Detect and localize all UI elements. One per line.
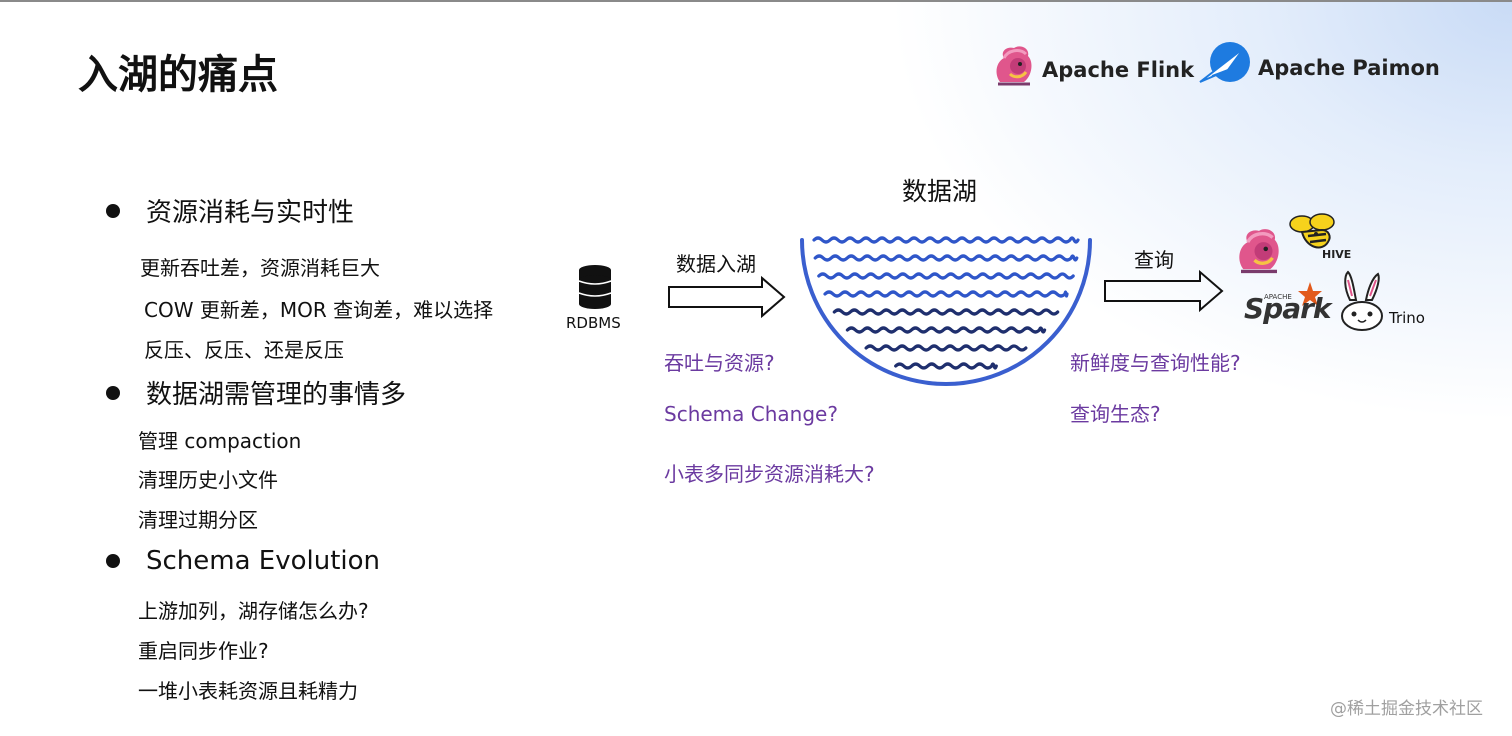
spark-apache-label: APACHE (1264, 293, 1292, 301)
lake-wave (812, 236, 1080, 244)
ingest-label: 数据入湖 (676, 252, 756, 276)
flink-squirrel-icon (1232, 224, 1286, 276)
bullet-subitem: 一堆小表耗资源且耗精力 (138, 679, 358, 703)
bullet-dot (106, 554, 120, 568)
lake-wave (823, 290, 1069, 298)
question-right: 查询生态? (1070, 402, 1161, 426)
question-left: 吞吐与资源? (664, 351, 775, 375)
bullet-subitem: 重启同步作业? (138, 639, 269, 663)
bullet-subitem: 清理历史小文件 (138, 468, 278, 492)
brand-flink-label: Apache Flink (1042, 58, 1195, 82)
bullet-subitem: 上游加列，湖存储怎么办? (138, 599, 369, 623)
spark-star-icon: APACHE Spark (1244, 280, 1332, 326)
lake-wave (894, 362, 998, 370)
question-left: Schema Change? (664, 402, 838, 426)
brand-paimon-label: Apache Paimon (1258, 56, 1440, 80)
bullet-point-2: 数据湖需管理的事情多 (106, 374, 406, 411)
question-right: 新鲜度与查询性能? (1070, 351, 1241, 375)
paimon-plane-icon (1198, 40, 1254, 86)
lake-wave (845, 326, 1047, 334)
lake-wave (864, 344, 1028, 352)
bullet-subitem: COW 更新差，MOR 查询差，难以选择 (144, 298, 494, 322)
flink-squirrel-icon (990, 42, 1038, 88)
top-border (0, 0, 1512, 2)
lake-wave (817, 272, 1075, 280)
bullet-subitem: 管理 compaction (138, 429, 302, 453)
trino-bunny-icon (1338, 270, 1386, 332)
bullet-point-3: Schema Evolution (106, 546, 380, 576)
query-label: 查询 (1134, 248, 1174, 272)
rdbms-label: RDBMS (566, 314, 621, 332)
trino-label: Trino (1389, 309, 1425, 327)
ingest-arrow (668, 275, 788, 319)
data-lake-bowl (796, 226, 1096, 386)
bullet-dot (106, 203, 120, 218)
bullet-subitem: 反压、反压、还是反压 (144, 338, 344, 362)
slide-title: 入湖的痛点 (78, 52, 278, 98)
spark-label: Spark (1244, 292, 1332, 325)
bullet-subitem: 更新吞吐差，资源消耗巨大 (140, 256, 380, 280)
question-left: 小表多同步资源消耗大? (664, 462, 875, 486)
lake-wave (832, 308, 1060, 316)
watermark: @稀土掘金技术社区 (1330, 699, 1483, 719)
bullet-subitem: 清理过期分区 (138, 508, 258, 532)
bullet-point-1: 资源消耗与实时性 (106, 192, 354, 229)
bullet-dot (106, 385, 120, 400)
lake-wave (813, 254, 1079, 262)
bullet-heading: 资源消耗与实时性 (146, 198, 355, 228)
database-icon (578, 264, 612, 310)
query-arrow (1104, 269, 1226, 313)
bullet-heading: Schema Evolution (146, 546, 381, 576)
lake-title: 数据湖 (902, 177, 978, 206)
bullet-heading: 数据湖需管理的事情多 (146, 380, 407, 410)
hive-bee-icon: HIVE (1288, 212, 1352, 264)
hive-label: HIVE (1322, 248, 1352, 261)
